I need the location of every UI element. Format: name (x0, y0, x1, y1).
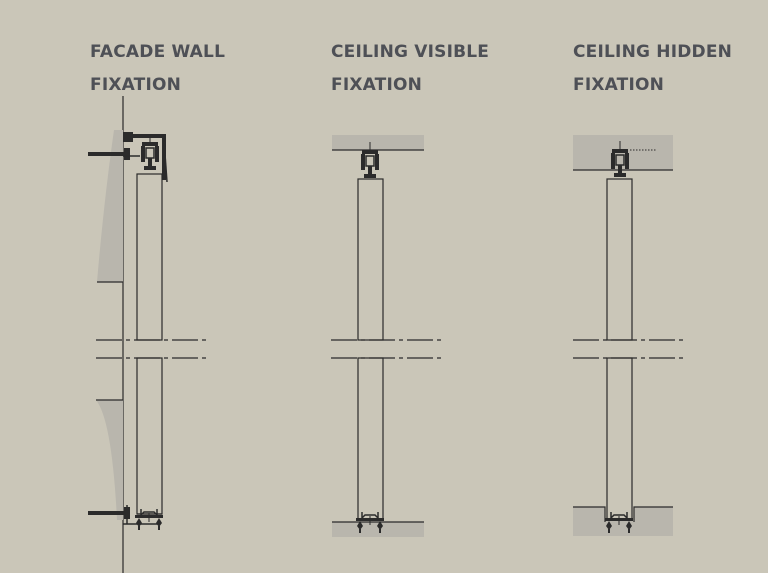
title-line-2: FIXATION (573, 75, 665, 95)
title-line-1: CEILING HIDDEN (573, 42, 733, 62)
title-line-1: FACADE WALL (90, 42, 226, 62)
ceiling-hidden-drawing (572, 135, 684, 536)
ceiling-visible-drawing (330, 135, 442, 537)
title-line-2: FIXATION (90, 75, 182, 95)
facade-wall-drawing (88, 96, 207, 573)
panel-title-ceiling-visible: CEILING VISIBLE FIXATION (331, 36, 489, 102)
title-line-2: FIXATION (331, 75, 423, 95)
panel-title-facade-wall: FACADE WALL FIXATION (90, 36, 225, 102)
panel-title-ceiling-hidden: CEILING HIDDEN FIXATION (573, 36, 732, 102)
title-line-1: CEILING VISIBLE (331, 42, 490, 62)
